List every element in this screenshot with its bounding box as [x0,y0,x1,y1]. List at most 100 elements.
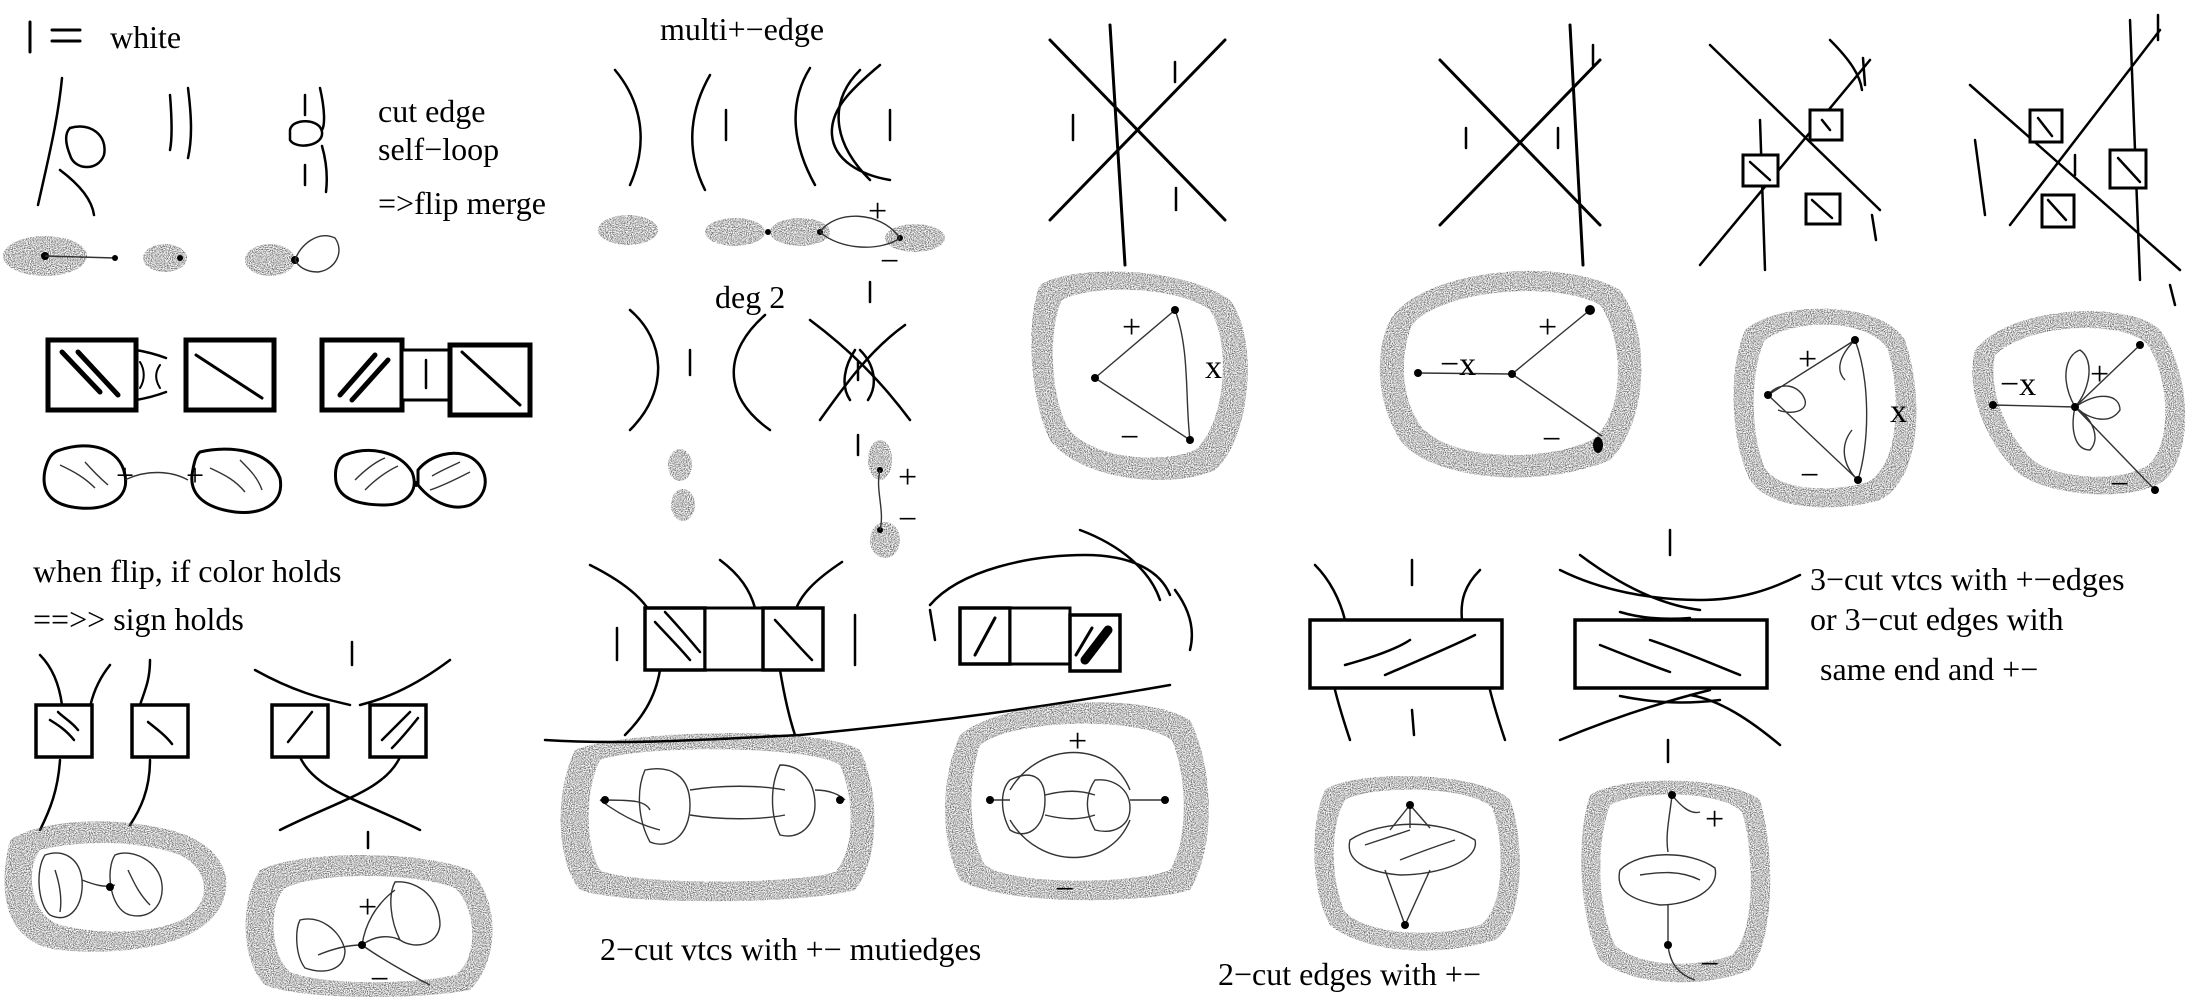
sign-holds-label: ==>> sign holds [33,601,244,637]
vertex [1854,476,1862,484]
shaded-region [870,522,900,558]
edge-sketch [59,461,109,489]
shaded-region [598,215,658,245]
vertex [2071,403,2079,411]
plus-sign: + [358,889,377,926]
edge-sketch [429,461,471,491]
strand [808,318,912,422]
vertex [106,883,114,891]
cut-edge-label: cut edge [378,93,486,129]
two-cut-vertices-label: 2−cut vtcs with +− mutiedges [600,931,981,967]
minus-sign: − [1700,946,1719,983]
vertex [1171,306,1179,314]
strand [1558,553,1802,747]
strand [613,68,712,192]
vertex [986,796,994,804]
face-interior [1600,794,1751,964]
strand [58,168,96,217]
strand [628,308,772,432]
box-stroke [1080,625,1113,665]
box-stroke [460,350,522,407]
vertex [1401,921,1409,929]
shaded-region [705,218,765,246]
vertex [413,481,419,487]
plus-sign: + [1705,801,1724,838]
box-stroke [59,349,103,395]
plus-sign: + [868,193,887,230]
face-interior [588,749,851,882]
box-stroke [2116,156,2142,184]
strand [1968,18,2182,282]
two-cut-vertices-flipped: + − [543,528,1209,908]
edge [124,471,189,481]
box-region [319,337,405,413]
edge [1364,804,1456,926]
self-loop-edge [294,235,340,273]
vertex [358,941,366,949]
strand [843,348,876,402]
box-region [643,606,707,672]
loop-curve [65,125,106,169]
plus-sign: + [1798,341,1817,378]
box-stroke [2046,198,2068,222]
box-stroke [146,720,174,746]
box-region [368,703,428,759]
box-stroke [1598,638,1742,677]
strand [1048,23,1227,267]
plus-sign: + [1122,309,1141,346]
two-cut-vertices-panel: 2−cut vtcs with +− mutiedges [560,558,981,967]
three-cut-boxes-a: + x − [1698,38,1917,508]
strand [36,76,64,207]
three-cut-star: −x + − [1379,23,1642,478]
sign-holds-example: + − [4,640,493,998]
vertex [1668,791,1676,799]
face-outline [296,881,441,972]
strand [1618,610,1722,704]
strand [794,66,872,187]
white-mark [2168,283,2177,307]
face-outline [1348,823,1476,876]
self-loop-label: self−loop [378,131,499,167]
box-stroke [286,710,314,744]
strand [623,668,797,737]
edge-sketch [209,459,263,493]
minus-sign: − [1800,457,1819,494]
vertex [1851,336,1859,344]
edge [1639,794,1701,981]
shaded-region [143,244,187,272]
white-mark [1870,213,1878,242]
strand [1313,563,1507,742]
connector-box [1008,606,1072,666]
white-mark [1173,588,1194,652]
face-blob [190,447,283,515]
plus-sign: + [898,459,917,496]
three-cut-label-line2: or 3−cut edges with [1810,601,2064,637]
box-stroke [773,618,814,662]
box-stroke [48,710,80,742]
vertex [1406,801,1414,809]
plus-sign: + [1068,723,1087,760]
edge [1766,339,1868,482]
edge [877,469,883,531]
vertex [601,796,609,804]
shaded-region [770,218,830,246]
white-mark [1410,708,1416,737]
face-interior [1333,789,1501,933]
vertex [1508,370,1516,378]
loop-curve [288,120,324,147]
shaded-region [668,449,692,481]
legend-white-label: white [110,19,181,55]
vertex [1585,305,1595,315]
minus-sign: − [898,501,917,538]
two-cut-edges-flipped: + − [1558,528,1802,983]
face-interior [31,843,204,932]
x-sign: x [1205,349,1222,386]
face-outline [638,764,816,845]
minus-sign: − [880,243,899,280]
vertex [1764,391,1772,399]
vertex [177,255,183,261]
vertex [1186,436,1194,444]
three-cut-label-line3: same end and +− [1820,651,2038,687]
minus-sign: − [1542,421,1561,458]
